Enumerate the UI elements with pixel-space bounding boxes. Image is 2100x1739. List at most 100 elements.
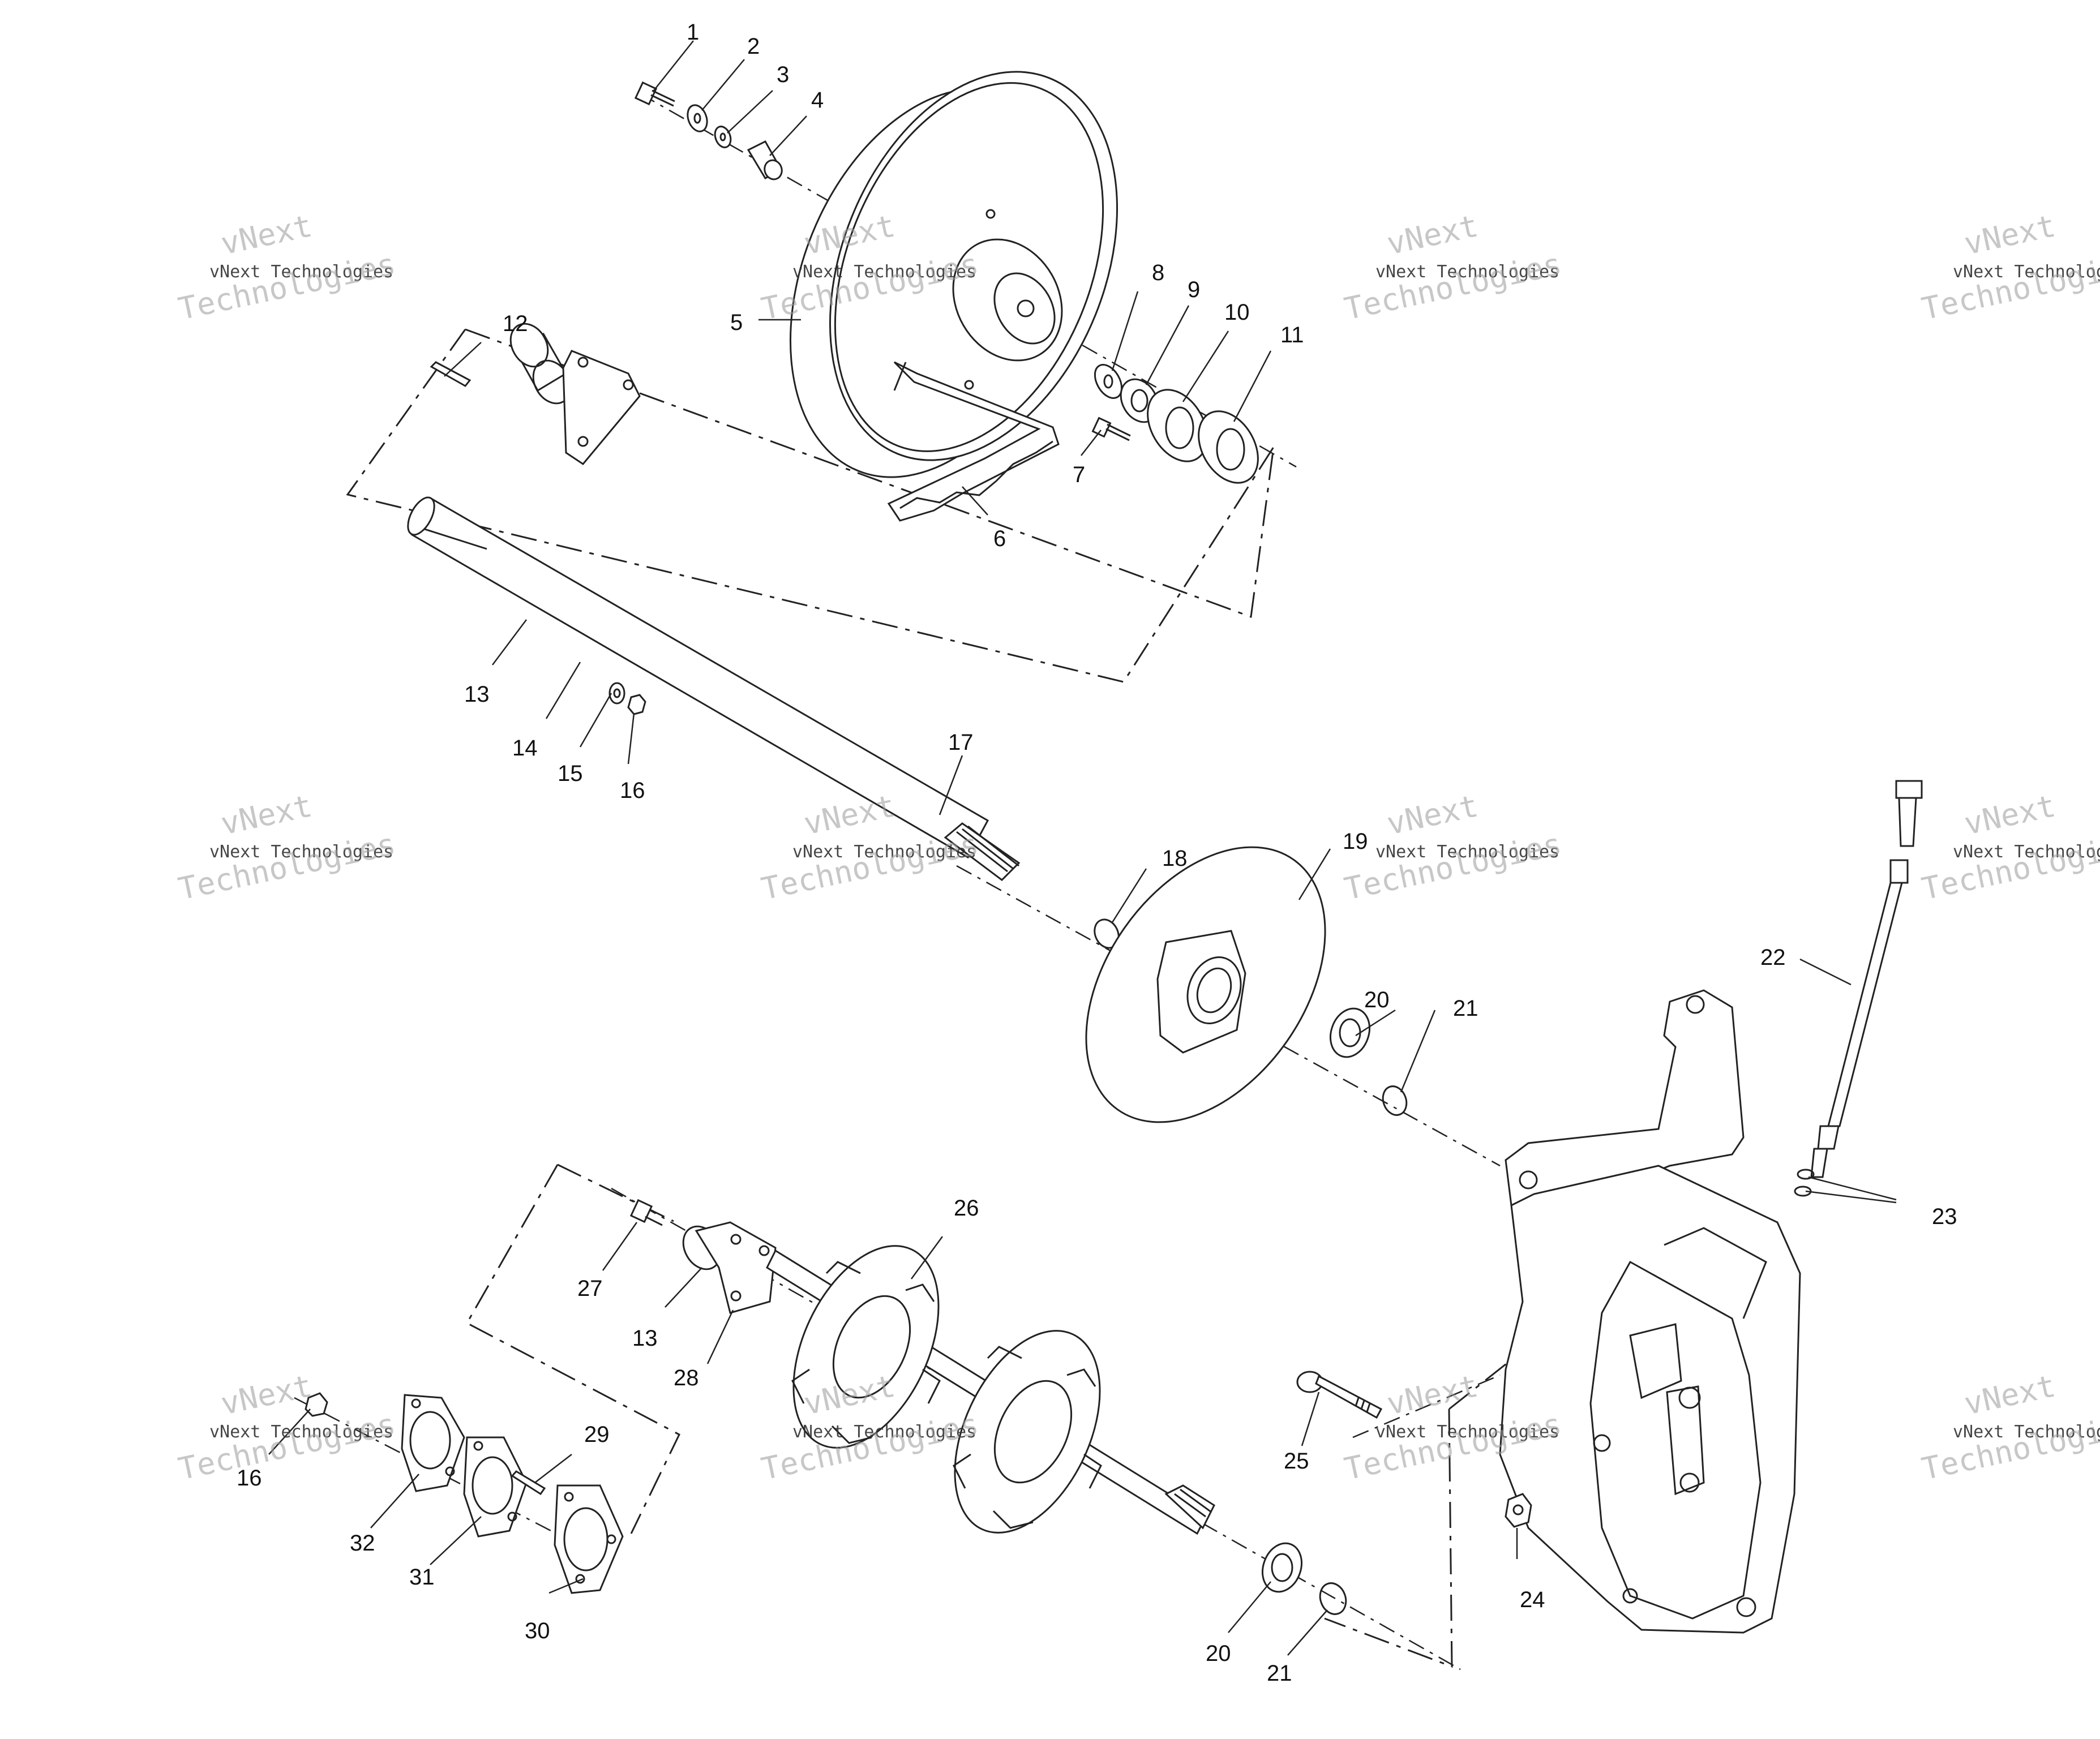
shaft-icon <box>407 323 1021 881</box>
sprocket-icon <box>790 71 1118 478</box>
washer-icon <box>714 126 732 148</box>
seal-icon <box>1330 1007 1370 1058</box>
callout-5: 5 <box>730 310 743 335</box>
nut-icon <box>627 694 646 715</box>
callout-13b: 13 <box>632 1326 658 1351</box>
washer-icon <box>608 682 625 705</box>
flange-icon <box>1198 410 1259 484</box>
svg-text:vNext Technologies: vNext Technologies <box>1953 1422 2100 1442</box>
callout-32: 32 <box>350 1531 375 1556</box>
callout-10: 10 <box>1224 300 1250 325</box>
o-ring-icon <box>1319 1582 1347 1615</box>
callout-28: 28 <box>674 1366 699 1390</box>
callout-3: 3 <box>777 62 789 87</box>
o-ring-icon <box>1382 1085 1408 1116</box>
svg-text:vNext: vNext <box>218 788 315 841</box>
flange-icon <box>554 1484 624 1594</box>
callout-18: 18 <box>1162 846 1188 871</box>
callout-1: 1 <box>687 20 699 45</box>
callout-labels: 1 2 3 4 5 6 7 8 9 10 11 12 13 14 15 16 1… <box>237 20 1957 1686</box>
watermark: vNext vNext Technologies Technologies <box>1342 208 1565 327</box>
brake-disc-icon <box>1085 846 1326 1123</box>
callout-8: 8 <box>1152 260 1164 285</box>
svg-text:vNext Technologies: vNext Technologies <box>1953 262 2100 282</box>
svg-text:vNext Technologies: vNext Technologies <box>1375 262 1559 282</box>
callout-20b: 20 <box>1206 1641 1231 1666</box>
svg-text:vNext Technologies: vNext Technologies <box>792 842 976 862</box>
svg-text:vNext: vNext <box>1961 1368 2059 1422</box>
svg-text:vNext Technologies: vNext Technologies <box>792 262 976 282</box>
watermark: vNext vNext Technologies Technologies <box>1919 208 2100 327</box>
callout-16b: 16 <box>237 1466 262 1491</box>
callout-4: 4 <box>811 88 824 113</box>
callout-27: 27 <box>577 1276 603 1301</box>
chaincase-icon <box>1499 989 1801 1634</box>
svg-text:Technologies: Technologies <box>175 246 399 327</box>
watermark: vNext vNext Technologies Technologies <box>1342 788 1565 907</box>
callout-21: 21 <box>1453 996 1478 1021</box>
callout-12: 12 <box>503 311 528 336</box>
callout-24: 24 <box>1520 1587 1545 1612</box>
watermark: vNext vNext Technologies Technologies <box>1919 788 2100 907</box>
svg-text:Technologies: Technologies <box>1919 246 2100 327</box>
callout-31: 31 <box>409 1565 435 1590</box>
flange-icon <box>401 1394 465 1492</box>
bolt-icon <box>1091 416 1131 441</box>
callout-13: 13 <box>464 682 490 707</box>
pin-icon <box>511 1470 546 1496</box>
svg-text:Technologies: Technologies <box>175 826 399 907</box>
callout-14: 14 <box>512 736 538 761</box>
svg-text:Technologies: Technologies <box>175 1406 399 1487</box>
upper-assembly-outline <box>346 328 1275 683</box>
lower-assembly-outline <box>465 1163 1518 1668</box>
key-icon <box>430 361 472 387</box>
chain-icon <box>887 361 1060 522</box>
flange-icon <box>463 1436 528 1538</box>
watermark: vNext vNext Technologies Technologies <box>175 208 399 327</box>
svg-text:vNext: vNext <box>1384 208 1481 261</box>
svg-text:vNext: vNext <box>1384 1368 1481 1422</box>
nut-icon <box>305 1392 328 1417</box>
callout-9: 9 <box>1188 277 1200 302</box>
bolt-icon <box>634 81 675 107</box>
svg-text:vNext Technologies: vNext Technologies <box>209 1422 393 1442</box>
callout-21b: 21 <box>1267 1661 1292 1686</box>
nut-icon <box>1505 1493 1532 1528</box>
svg-text:vNext: vNext <box>1961 208 2059 261</box>
washer-icon <box>1094 364 1123 399</box>
callout-16: 16 <box>620 778 645 803</box>
svg-text:vNext: vNext <box>1384 788 1481 841</box>
callout-15: 15 <box>558 761 583 786</box>
flange-icon <box>1147 389 1208 462</box>
callout-30: 30 <box>525 1618 550 1643</box>
dipstick-icon <box>1810 780 1923 1178</box>
svg-text:vNext: vNext <box>218 208 315 261</box>
svg-text:vNext: vNext <box>801 788 898 841</box>
callout-22: 22 <box>1760 945 1786 970</box>
callout-19: 19 <box>1343 829 1368 854</box>
svg-text:vNext Technologies: vNext Technologies <box>1375 842 1559 862</box>
bolt-icon <box>1296 1371 1383 1419</box>
drive-shaft-icon <box>629 1199 1215 1535</box>
svg-text:vNext Technologies: vNext Technologies <box>209 842 393 862</box>
callout-6: 6 <box>993 526 1006 551</box>
callout-25: 25 <box>1284 1449 1309 1474</box>
svg-text:Technologies: Technologies <box>1919 826 2100 907</box>
watermark: vNext vNext Technologies Technologies <box>175 1368 399 1487</box>
svg-text:vNext: vNext <box>1961 788 2059 841</box>
spacer-icon <box>747 140 783 181</box>
callout-26: 26 <box>954 1196 979 1221</box>
svg-text:Technologies: Technologies <box>1342 826 1565 907</box>
watermark: vNext vNext Technologies Technologies <box>175 788 399 907</box>
svg-text:Technologies: Technologies <box>758 826 982 907</box>
callout-11: 11 <box>1280 323 1304 347</box>
svg-text:Technologies: Technologies <box>1342 246 1565 327</box>
washer-icon <box>687 104 708 132</box>
svg-text:vNext Technologies: vNext Technologies <box>1375 1422 1559 1442</box>
svg-text:Technologies: Technologies <box>1919 1406 2100 1487</box>
watermark: vNext vNext Technologies Technologies <box>758 1368 982 1487</box>
callout-7: 7 <box>1073 462 1085 487</box>
svg-text:vNext Technologies: vNext Technologies <box>1953 842 2100 862</box>
callout-2: 2 <box>747 34 760 59</box>
